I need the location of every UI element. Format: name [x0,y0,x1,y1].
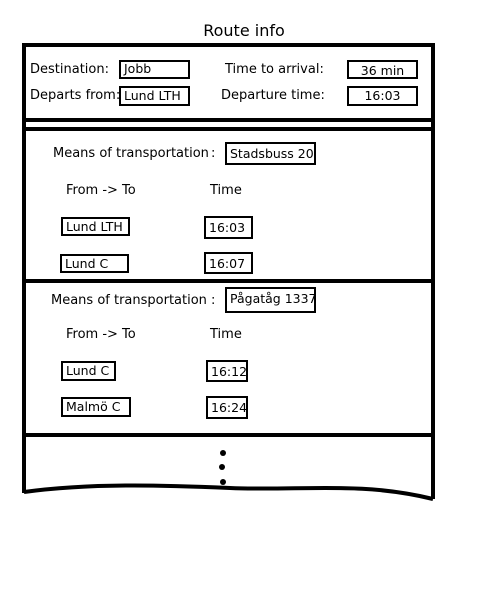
departure-time-label: Departure time: [221,88,325,103]
summary-divider-1 [22,118,435,122]
time-header: Time [210,183,242,198]
means-of-transportation-value[interactable]: Pågatåg 1337 [225,287,316,313]
stop-time: 16:12 [206,360,248,382]
stop-time: 16:07 [204,252,253,274]
stop-time: 16:03 [204,216,253,239]
time-to-arrival-label: Time to arrival: [225,62,324,77]
frame-right-border [431,43,435,499]
departure-time-field: 16:03 [347,86,418,106]
destination-label: Destination: [30,62,109,77]
from-to-header: From -> To [66,183,136,198]
stop-name[interactable]: Lund LTH [61,217,130,236]
stop-name[interactable]: Lund C [60,254,129,273]
departs-from-label: Departs from: [30,88,121,103]
frame-top-border [22,43,435,47]
means-of-transportation-value[interactable]: Stadsbuss 20 [225,142,316,165]
time-header: Time [210,327,242,342]
stop-name[interactable]: Malmö C [61,397,131,417]
leg-divider [22,279,435,283]
stop-name[interactable]: Lund C [61,361,116,381]
summary-divider-2 [22,127,435,131]
list-end-divider [22,433,435,437]
vertical-ellipsis-icon [215,448,231,488]
frame-left-border [22,43,26,493]
time-to-arrival-field: 36 min [347,60,418,79]
means-of-transportation-label: Means of transportation [53,146,209,161]
from-to-header: From -> To [66,327,136,342]
means-of-transportation-label: Means of transportation [51,293,207,308]
page-title: Route info [203,21,285,40]
stop-time: 16:24 [206,396,248,419]
torn-bottom-edge [23,483,434,501]
destination-field[interactable]: Jobb [119,60,190,79]
means-colon: : [211,293,216,308]
departs-from-field[interactable]: Lund LTH [119,86,190,106]
means-colon: : [211,146,216,161]
